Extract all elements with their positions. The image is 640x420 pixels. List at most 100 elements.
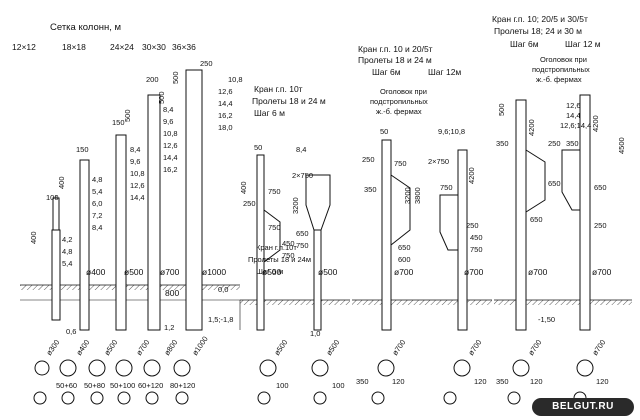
g3-dim-50: 50 — [380, 127, 388, 136]
g3-column-2 — [457, 149, 468, 331]
sec-3-4: 12,6 — [130, 181, 145, 190]
sec-3-1: 8,4 — [130, 145, 140, 154]
g4-plan-dim-2: 120 — [530, 377, 543, 386]
g2-dim-3200: 3200 — [291, 197, 300, 214]
g3-head-caption-2: подстропильных — [370, 97, 428, 106]
watermark-badge: BELGUT.RU — [532, 398, 634, 416]
sec-3-3: 10,8 — [130, 169, 145, 178]
g2-lower-caption-2: Пролеты 18 и 24м — [248, 255, 311, 264]
g3-dim-3200: 3200 — [403, 187, 412, 204]
g4-dia-2: ø700 — [592, 267, 612, 277]
sec-5-5: 18,0 — [218, 123, 233, 132]
plan-row-4 — [507, 359, 594, 405]
dim-0-6: 0,6 — [66, 327, 76, 336]
g2-caption-3: Шаг 6 м — [254, 108, 285, 118]
g3-plan-dim-3: 120 — [474, 377, 487, 386]
g4-plan-dia-1: ø700 — [526, 338, 543, 357]
plan-dia-1000: ø1000 — [190, 335, 210, 358]
column-3 — [115, 134, 127, 331]
g3-dim-650: 650 — [398, 243, 411, 252]
g3-dim-3800: 3800 — [413, 187, 422, 204]
column-5 — [185, 69, 203, 331]
g3-plan-dia-1: ø700 — [390, 338, 407, 357]
plan-dia-700: ø700 — [134, 338, 151, 357]
g2-plan-dim-1: 100 — [276, 381, 289, 390]
g4-dim-4200b: 4200 — [591, 115, 600, 132]
g4-head-caption-1: Оголовок при — [540, 55, 587, 64]
g4-dim-500: 500 — [497, 103, 506, 116]
plan-dim-1: 50+60 — [56, 381, 77, 390]
g4-head-caption-2: подстропильных — [532, 65, 590, 74]
plan-dia-400: ø400 — [74, 338, 91, 357]
g4-dim-4200a: 4200 — [527, 119, 536, 136]
sec-1-2: 4,8 — [62, 247, 72, 256]
sec-2-5: 8,4 — [92, 223, 102, 232]
sec-1-1: 4,2 — [62, 235, 72, 244]
g3-dim-9-6: 9,6;10,8 — [438, 127, 465, 136]
g3-plan-dia-2: ø700 — [466, 338, 483, 357]
grid-label-1: 12×12 — [12, 42, 36, 52]
dia-1000: ø1000 — [202, 267, 226, 277]
dia-700: ø700 — [160, 267, 180, 277]
g4-dim-14-4: 14,4 — [566, 111, 581, 120]
g4-caption-1: Кран г.п. 10; 20/5 и 30/5т — [492, 14, 588, 24]
g3-dim-350: 350 — [364, 185, 377, 194]
g2-dim-750d: 750 — [296, 241, 309, 250]
g3-dim-750: 750 — [394, 159, 407, 168]
g4-dim-250: 250 — [548, 139, 561, 148]
g4-dim-350: 350 — [496, 139, 509, 148]
sec-1-3: 5,4 — [62, 259, 72, 268]
head-dim-3: 150 — [112, 118, 125, 127]
sec-4-5: 14,4 — [163, 153, 178, 162]
g4-dim-4500: 4500 — [617, 137, 626, 154]
g2-plan-dia-2: ø500 — [324, 338, 341, 357]
g4-dia-1: ø700 — [528, 267, 548, 277]
sec-5-4: 16,2 — [218, 111, 233, 120]
head-dim-4: 200 — [146, 75, 159, 84]
height-dim-4: 500 — [157, 91, 166, 104]
dim-1-5: 1,5;-1,8 — [208, 315, 233, 324]
head-dim-5: 250 — [200, 59, 213, 68]
grid-title: Сетка колонн, м — [50, 22, 121, 33]
g2-dim-50: 50 — [254, 143, 262, 152]
g3-dim-2x750: 2×750 — [428, 157, 449, 166]
g3-plan-dim-2: 120 — [392, 377, 405, 386]
g2-dim-8-4: 8,4 — [296, 145, 306, 154]
plan-dim-5: 80+120 — [170, 381, 195, 390]
g4-dim-650a: 650 — [548, 179, 561, 188]
sec-4-2: 9,6 — [163, 117, 173, 126]
g2-dim-1-0: 1,0 — [310, 329, 320, 338]
sec-5-2: 12,6 — [218, 87, 233, 96]
sec-5-3: 14,4 — [218, 99, 233, 108]
dia-400: ø400 — [86, 267, 106, 277]
g4-dim-12-6a: 12,6 — [566, 101, 581, 110]
g4-plan-dim-1: 350 — [496, 377, 509, 386]
plan-row-2 — [257, 359, 329, 405]
grid-label-4: 30×30 — [142, 42, 166, 52]
g2-dim-450: 450 — [282, 239, 295, 248]
g3-caption-3: Шаг 6м — [372, 67, 401, 77]
sec-4-1: 8,4 — [163, 105, 173, 114]
g4-caption-2: Пролеты 18; 24 и 30 м — [494, 26, 582, 36]
height-dim-3: 500 — [123, 109, 132, 122]
g2-lower-caption-3: Шаг 6 м — [256, 267, 283, 276]
head-dim-2: 150 — [76, 145, 89, 154]
g3-dim-250b: 250 — [466, 221, 479, 230]
g2-dim-750c: 750 — [282, 251, 295, 260]
plan-dim-3: 50+100 — [110, 381, 135, 390]
g4-dim-1-50: -1,50 — [538, 315, 555, 324]
g2-caption-2: Пролеты 18 и 24 м — [252, 96, 326, 106]
g4-plan-dia-2: ø700 — [590, 338, 607, 357]
plan-row-3 — [371, 359, 471, 405]
g4-dim-250b: 250 — [594, 221, 607, 230]
g3-dim-750c: 750 — [470, 245, 483, 254]
g4-column-2 — [579, 94, 591, 331]
column-4 — [147, 94, 161, 331]
dim-1-2: 1,2 — [164, 323, 174, 332]
g2-plan-dia-1: ø500 — [272, 338, 289, 357]
plan-dia-800: ø800 — [162, 338, 179, 357]
g3-dia-2: ø700 — [464, 267, 484, 277]
g4-caption-4: Шаг 12 м — [565, 39, 601, 49]
g3-dia-1: ø700 — [394, 267, 414, 277]
